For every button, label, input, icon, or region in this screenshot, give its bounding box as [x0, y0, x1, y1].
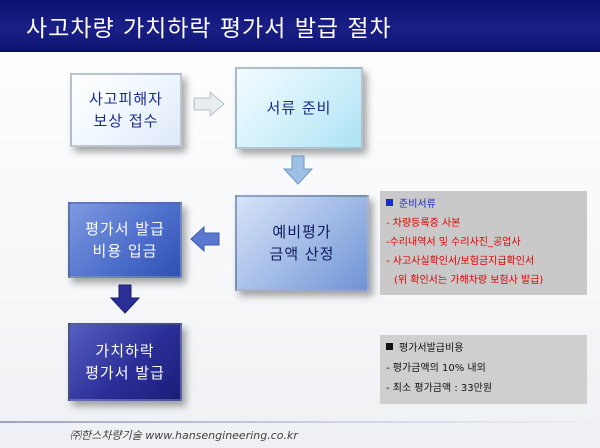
step-preliminary-estimate-line-1: 예비평가	[272, 223, 332, 241]
documents-heading: 준비서류	[386, 195, 587, 214]
step-reception-box: 사고피해자 보상 접수	[70, 73, 182, 147]
arrow-right-icon	[193, 91, 225, 117]
step-reception-line-1: 사고피해자	[88, 90, 163, 108]
bullet-square-icon	[386, 199, 393, 206]
required-documents-panel: 준비서류 - 차량등록증 사본 -수리내역서 및 수리사진_공업사 - 사고사실…	[380, 191, 587, 295]
document-item: - 차량등록증 사본	[386, 218, 461, 229]
footer-divider	[0, 421, 600, 423]
step-reception-line-2: 보상 접수	[93, 112, 159, 130]
fee-heading-text: 평가서발급비용	[399, 343, 464, 354]
fee-item: - 최소 평가금액 : 33만원	[386, 383, 493, 394]
step-preliminary-estimate-line-2: 금액 산정	[269, 245, 335, 263]
step-preliminary-estimate-box: 예비평가 금액 산정	[235, 195, 369, 291]
document-item: (위 확인서는 가해차량 보험사 발급)	[394, 275, 544, 286]
arrow-left-icon	[190, 226, 220, 252]
step-fee-payment-line-2: 비용 입금	[92, 242, 158, 260]
step-document-prep-line-1: 서류 준비	[266, 99, 332, 117]
bullet-square-icon	[386, 343, 393, 350]
fee-item: - 평가금액의 10% 내외	[386, 363, 486, 374]
documents-heading-text: 준비서류	[399, 199, 436, 210]
step-fee-payment-box: 평가서 발급 비용 입금	[68, 202, 182, 278]
step-document-prep-box: 서류 준비	[235, 67, 363, 149]
document-item: - 사고사실확인서/보험금지급확인서	[386, 256, 535, 267]
fee-heading: 평가서발급비용	[386, 339, 587, 359]
title-bar: 사고차량 가치하락 평가서 발급 절차	[0, 0, 600, 52]
page-title: 사고차량 가치하락 평가서 발급 절차	[26, 16, 392, 42]
step-report-issuance-box: 가치하락 평가서 발급	[68, 323, 182, 401]
step-report-issuance-line-2: 평가서 발급	[85, 364, 165, 382]
step-fee-payment-line-1: 평가서 발급	[85, 220, 165, 238]
arrow-down-icon	[283, 155, 313, 185]
step-report-issuance-line-1: 가치하락	[95, 342, 155, 360]
arrow-down-icon	[110, 284, 140, 314]
document-item: -수리내역서 및 수리사진_공업사	[386, 237, 521, 248]
issuance-fee-panel: 평가서발급비용 - 평가금액의 10% 내외 - 최소 평가금액 : 33만원	[380, 335, 587, 404]
footer-company: ㈜한스차량기술 www.hansengineering.co.kr	[70, 429, 298, 442]
